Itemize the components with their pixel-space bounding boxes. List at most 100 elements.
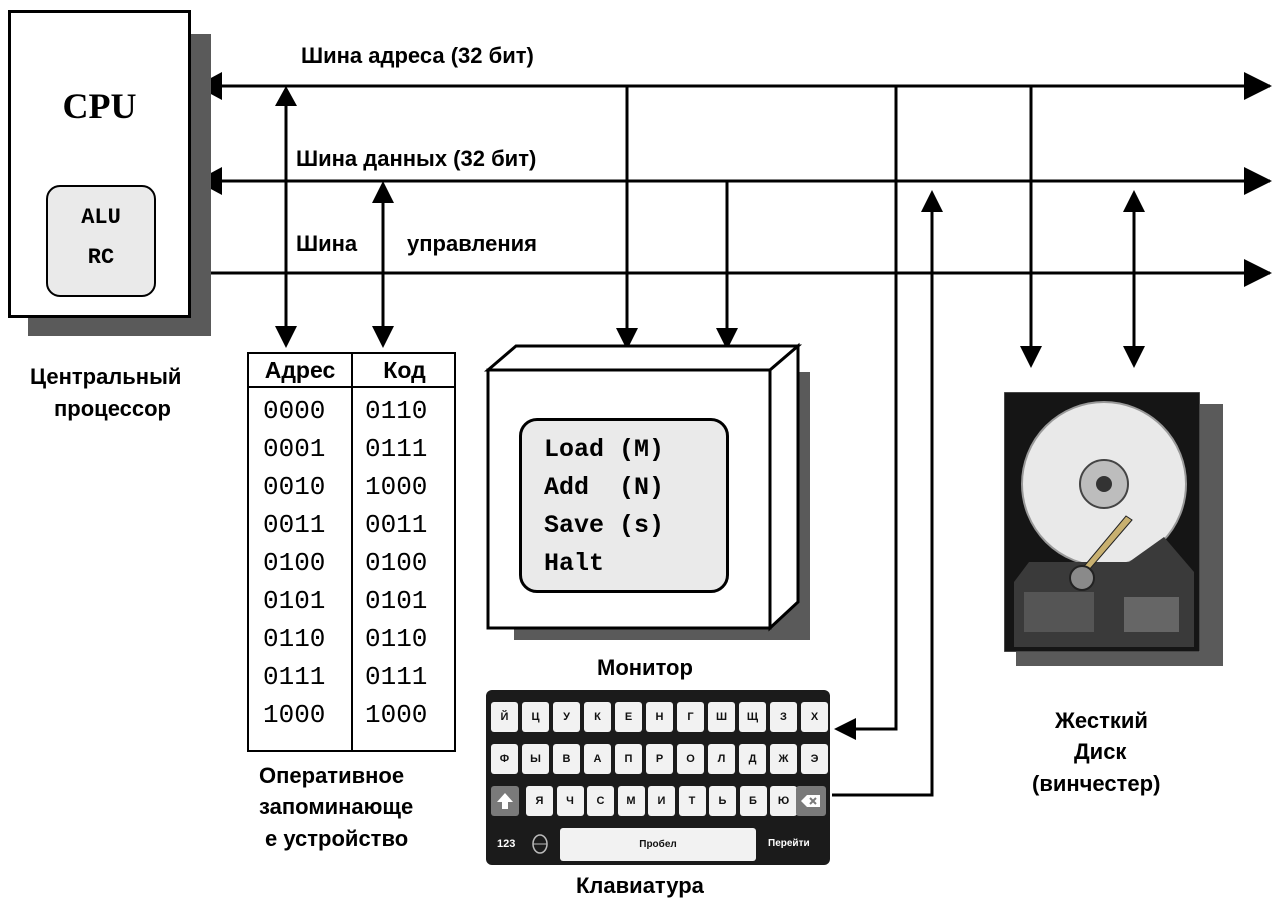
memory-cell-address: 0001	[263, 434, 325, 464]
keyboard-key[interactable]: Й	[491, 702, 518, 732]
memory-cell-address: 0110	[263, 624, 325, 654]
keyboard-key[interactable]: Я	[526, 786, 553, 816]
disk-caption-line2: Диск	[1074, 739, 1126, 765]
keyboard-key[interactable]: З	[770, 702, 797, 732]
memory-cell-code: 0101	[365, 586, 427, 616]
memory-cell-address: 0101	[263, 586, 325, 616]
numbers-key[interactable]: 123	[497, 838, 515, 850]
control-bus-label-part1: Шина	[296, 231, 357, 257]
memory-cell-address: 0111	[263, 662, 325, 692]
control-bus-right-arrow	[1244, 259, 1272, 287]
globe-key-icon[interactable]	[530, 832, 550, 856]
keyboard-key[interactable]: Х	[801, 702, 828, 732]
monitor-line-4: Halt	[544, 549, 604, 578]
rc-label: RC	[48, 245, 154, 270]
memory-cell-code: 1000	[365, 700, 427, 730]
keyboard-caption: Клавиатура	[576, 873, 704, 899]
alu-label: ALU	[48, 205, 154, 230]
keyboard-address-arrow	[834, 718, 856, 740]
disk-caption-line1: Жесткий	[1055, 708, 1148, 734]
memory-table: Адрес Код 000001100001011100101000001100…	[247, 352, 456, 752]
shift-arrow-icon	[491, 786, 519, 816]
ram-data-down-arrow	[372, 326, 394, 348]
cpu-shadow-bottom	[28, 318, 211, 336]
memory-cell-code: 0011	[365, 510, 427, 540]
monitor-screen: Load (M) Add (N) Save (s) Halt	[519, 418, 729, 593]
address-bus-label: Шина адреса (32 бит)	[301, 43, 534, 69]
memory-header-address: Адрес	[249, 354, 351, 386]
memory-cell-address: 0010	[263, 472, 325, 502]
keyboard-key[interactable]: В	[553, 744, 580, 774]
data-bus-right-arrow	[1244, 167, 1272, 195]
memory-cell-code: 1000	[365, 472, 427, 502]
memory-caption-line1: Оперативное	[259, 763, 404, 789]
memory-cell-address: 1000	[263, 700, 325, 730]
keyboard-key[interactable]: Ю	[770, 786, 797, 816]
alu-box: ALU RC	[46, 185, 156, 297]
cpu-block: CPU ALU RC	[8, 10, 191, 318]
keyboard-key[interactable]: Ж	[770, 744, 797, 774]
keyboard-key[interactable]: Д	[739, 744, 766, 774]
keyboard-key[interactable]: Ч	[557, 786, 584, 816]
keyboard-key[interactable]: П	[615, 744, 642, 774]
cpu-shadow	[191, 34, 211, 336]
memory-cell-code: 0110	[365, 624, 427, 654]
disk-caption-line3: (винчестер)	[1032, 771, 1160, 797]
keyboard-key[interactable]: Н	[646, 702, 673, 732]
memory-header-code: Код	[353, 354, 456, 386]
cpu-caption-line1: Центральный	[30, 364, 181, 390]
keyboard-key[interactable]: Щ	[739, 702, 766, 732]
memory-caption-line2: запоминающе	[259, 794, 413, 820]
keyboard-key[interactable]: К	[584, 702, 611, 732]
keyboard-key[interactable]: Б	[740, 786, 767, 816]
keyboard-key[interactable]: Л	[708, 744, 735, 774]
cpu-caption-line2: процессор	[54, 396, 171, 422]
disk-data-up-arrow	[1123, 190, 1145, 212]
data-bus-label: Шина данных (32 бит)	[296, 146, 536, 172]
memory-cell-address: 0100	[263, 548, 325, 578]
keyboard-key[interactable]: Е	[615, 702, 642, 732]
go-key[interactable]: Перейти	[768, 838, 810, 849]
disk-data-down-arrow	[1123, 346, 1145, 368]
keyboard-key[interactable]: Э	[801, 744, 828, 774]
memory-cell-code: 0110	[365, 396, 427, 426]
keyboard-key[interactable]: А	[584, 744, 611, 774]
monitor-line-1: Load (M)	[544, 435, 664, 464]
memory-cell-code: 0111	[365, 434, 427, 464]
keyboard-key[interactable]: М	[618, 786, 645, 816]
keyboard-key[interactable]: И	[648, 786, 675, 816]
keyboard-key[interactable]: Ф	[491, 744, 518, 774]
keyboard-key[interactable]: Ц	[522, 702, 549, 732]
memory-cell-code: 0100	[365, 548, 427, 578]
memory-cell-address: 0011	[263, 510, 325, 540]
control-bus-label-part2: управления	[407, 231, 537, 257]
keyboard-key[interactable]: О	[677, 744, 704, 774]
shift-key[interactable]	[491, 786, 519, 816]
keyboard-key[interactable]: У	[553, 702, 580, 732]
keyboard-data-link	[832, 208, 932, 795]
monitor-line-2: Add (N)	[544, 473, 664, 502]
memory-column-divider	[351, 354, 353, 750]
space-key[interactable]: Пробел	[560, 828, 756, 861]
disk-address-arrow	[1020, 346, 1042, 368]
keyboard-key[interactable]: Ы	[522, 744, 549, 774]
keyboard-key[interactable]: Т	[679, 786, 706, 816]
keyboard-key[interactable]: Р	[646, 744, 673, 774]
keyboard-key[interactable]: С	[587, 786, 614, 816]
keyboard-key[interactable]: Ш	[708, 702, 735, 732]
monitor-line-3: Save (s)	[544, 511, 664, 540]
memory-caption-line3: е устройство	[265, 826, 408, 852]
hard-disk-image	[1004, 392, 1200, 652]
cpu-title: CPU	[11, 85, 188, 127]
keyboard-key[interactable]: Г	[677, 702, 704, 732]
monitor-caption: Монитор	[597, 655, 693, 681]
ram-address-down-arrow	[275, 326, 297, 348]
keyboard-key[interactable]: Ь	[709, 786, 736, 816]
ram-data-up-arrow	[372, 181, 394, 203]
memory-cell-code: 0111	[365, 662, 427, 692]
keyboard-data-arrow	[921, 190, 943, 212]
backspace-key[interactable]	[796, 786, 826, 816]
address-bus-right-arrow	[1244, 72, 1272, 100]
ram-address-up-arrow	[275, 86, 297, 106]
